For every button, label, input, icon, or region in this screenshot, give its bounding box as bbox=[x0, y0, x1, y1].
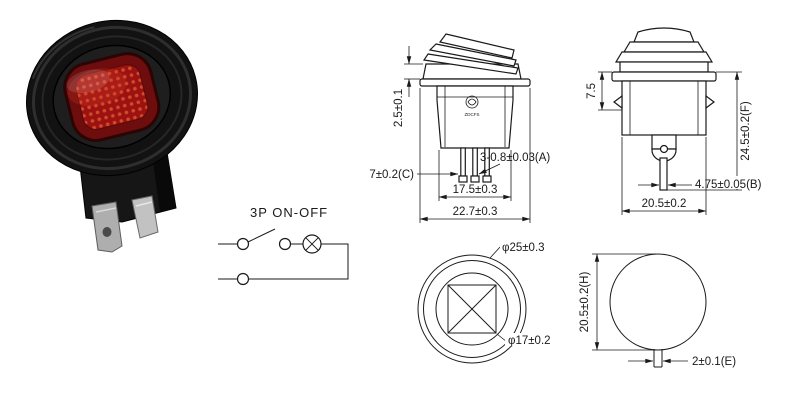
dim-pin-width: 4.75±0.05(B) bbox=[638, 176, 771, 191]
dim-label-pin-position: 7±0.2(C) bbox=[369, 169, 414, 181]
terminal-hole bbox=[102, 227, 112, 237]
inner-lens-circle bbox=[435, 272, 509, 346]
dim-total-height: 24.5±0.2(F) bbox=[667, 71, 752, 191]
dim-label-outer-diameter: φ25±0.3 bbox=[502, 242, 545, 254]
lamp-symbol bbox=[302, 234, 322, 254]
dim-label-hole-diameter: 20.5±0.2(H) bbox=[579, 272, 591, 333]
dim-label-side-body-width: 20.5±0.2 bbox=[642, 198, 687, 210]
dim-label-terminal-size: 3-0.8±0.03(A) bbox=[480, 152, 550, 164]
lens-dot-grid bbox=[75, 64, 149, 130]
panel-cutout-view: 20.5±0.2(H) 2±0.1(E) bbox=[579, 253, 736, 368]
terminal-right bbox=[131, 195, 159, 239]
circuit-label: 3P ON-OFF bbox=[250, 205, 328, 220]
brand-text: ZDCFS bbox=[465, 112, 480, 117]
switch-lever bbox=[247, 228, 276, 243]
top-view: φ25±0.3 φ17±0.2 bbox=[417, 240, 563, 364]
terminal-node-3 bbox=[236, 272, 250, 286]
dim-cap-height: 2.5±0.1 bbox=[393, 46, 423, 127]
circuit-diagram: 3P ON-OFF bbox=[218, 205, 349, 286]
dim-inner-diameter: φ17±0.2 bbox=[496, 333, 563, 347]
dim-hole-diameter: 20.5±0.2(H) bbox=[579, 253, 656, 351]
lens-highlight bbox=[66, 69, 110, 94]
front-body bbox=[436, 85, 514, 149]
dim-label-body-width: 17.5±0.3 bbox=[453, 184, 498, 196]
product-photo bbox=[26, 19, 198, 253]
cutout-circle bbox=[609, 253, 707, 351]
dim-label-cap-height: 2.5±0.1 bbox=[393, 89, 405, 127]
side-latch bbox=[651, 134, 677, 162]
brand-emblem: ZDCFS bbox=[465, 95, 480, 117]
dim-label-inner-diameter: φ17±0.2 bbox=[508, 335, 551, 347]
dim-label-total-height: 24.5±0.2(F) bbox=[740, 101, 752, 161]
front-terminals bbox=[458, 147, 492, 183]
front-view: ZDCFS 2.5±0.1 7±0.2(C) 3-0.8±0.03(A) bbox=[369, 33, 550, 223]
side-view: 7.5 24.5±0.2(F) 4.75±0.05(B) 20.5±0.2 bbox=[586, 27, 771, 215]
terminal-node-2 bbox=[278, 237, 292, 251]
dim-flange-width: 22.7±0.3 bbox=[419, 88, 531, 223]
side-flange bbox=[611, 71, 717, 82]
dim-key-width: 2±0.1(E) bbox=[628, 356, 736, 368]
dim-outer-diameter: φ25±0.3 bbox=[489, 240, 560, 259]
dim-terminal-size: 3-0.8±0.03(A) bbox=[478, 152, 550, 175]
dim-body-width: 17.5±0.3 bbox=[438, 150, 512, 201]
terminal-left bbox=[91, 201, 123, 253]
rocker-square bbox=[447, 284, 497, 334]
dim-label-pin-width: 4.75±0.05(B) bbox=[695, 179, 762, 191]
dim-label-flange-width: 22.7±0.3 bbox=[453, 206, 498, 218]
lens-glow bbox=[67, 68, 127, 107]
outer-bezel-circle bbox=[417, 254, 527, 364]
dim-side-body-width: 20.5±0.2 bbox=[621, 137, 707, 215]
front-flange bbox=[419, 78, 531, 87]
terminal-node-1 bbox=[236, 237, 250, 251]
side-terminal-pin bbox=[659, 157, 668, 191]
cutout-keyway bbox=[653, 349, 663, 368]
side-body bbox=[621, 80, 707, 136]
switch-bezel bbox=[26, 19, 198, 177]
dim-label-upper-height: 7.5 bbox=[586, 83, 598, 99]
dim-pin-position: 7±0.2(C) bbox=[369, 169, 459, 181]
dim-label-key-width: 2±0.1(E) bbox=[692, 356, 736, 368]
dim-upper-height: 7.5 bbox=[586, 71, 622, 111]
